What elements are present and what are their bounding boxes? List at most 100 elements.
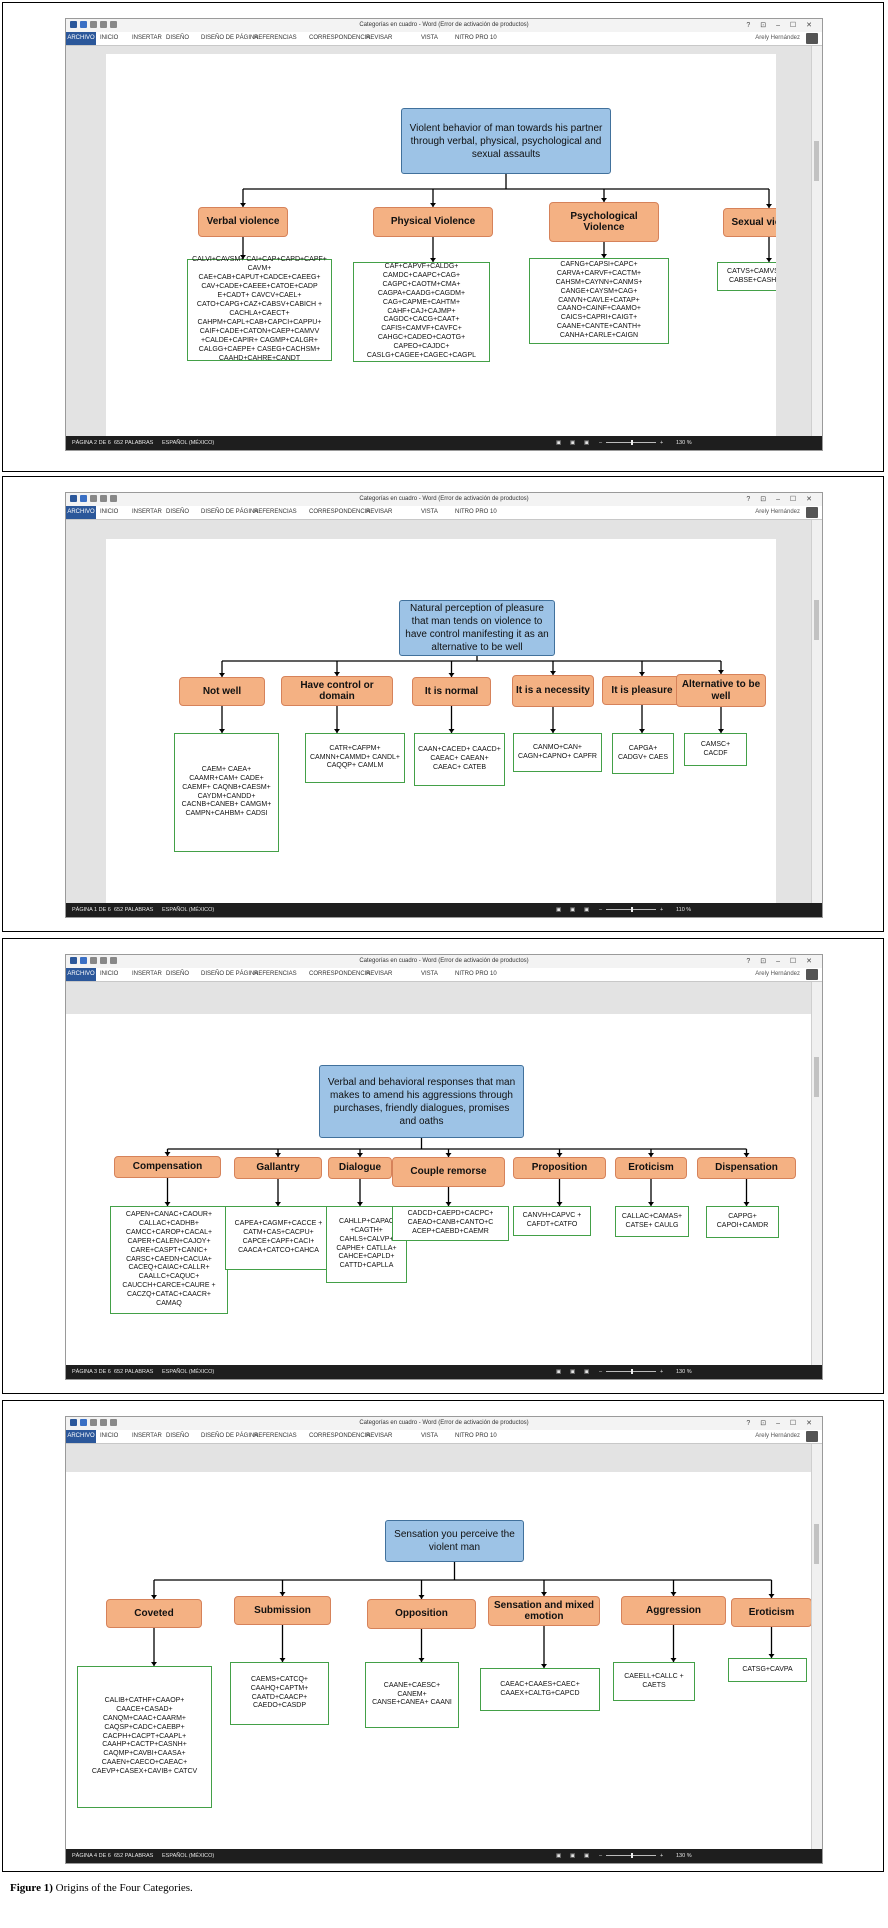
ribbon-tab[interactable]: CORRESPONDENCIA	[309, 35, 371, 41]
scrollbar-thumb[interactable]	[814, 1057, 819, 1097]
ribbon-tab[interactable]: INICIO	[100, 35, 119, 41]
save-icon[interactable]	[80, 21, 87, 28]
print-layout-icon[interactable]: ▣	[570, 1853, 576, 1859]
ribbon-tab[interactable]: INSERTAR	[132, 971, 162, 977]
tab-archivo[interactable]: ARCHIVO	[66, 32, 96, 45]
language-indicator[interactable]: ESPAÑOL (MÉXICO)	[162, 1369, 215, 1375]
ribbon-tab[interactable]: NITRO PRO 10	[455, 35, 497, 41]
zoom-minus-button[interactable]: –	[599, 440, 603, 446]
ribbon-tab[interactable]: REFERENCIAS	[254, 971, 297, 977]
ribbon-tab[interactable]: NITRO PRO 10	[455, 971, 497, 977]
redo-icon[interactable]	[100, 21, 107, 28]
window-controls[interactable]: ? ⊡ – ☐ ✕	[746, 958, 816, 965]
ribbon-tab[interactable]: DISEÑO DE PÁGINA	[201, 1433, 259, 1439]
word-count[interactable]: 652 PALABRAS	[114, 1369, 154, 1375]
ribbon-tab[interactable]: REVISAR	[366, 35, 393, 41]
ribbon-tab[interactable]: CORRESPONDENCIA	[309, 971, 371, 977]
undo-icon[interactable]	[90, 495, 97, 502]
ribbon-tab[interactable]: REVISAR	[366, 1433, 393, 1439]
ribbon-tab[interactable]: VISTA	[421, 1433, 438, 1439]
web-layout-icon[interactable]: ▣	[584, 1853, 590, 1859]
read-mode-icon[interactable]: ▣	[556, 1853, 562, 1859]
tab-archivo[interactable]: ARCHIVO	[66, 506, 96, 519]
ribbon-tab[interactable]: DISEÑO	[166, 35, 190, 41]
user-avatar[interactable]	[806, 507, 818, 518]
user-avatar[interactable]	[806, 33, 818, 44]
word-count[interactable]: 652 PALABRAS	[114, 907, 154, 913]
vertical-scrollbar[interactable]	[811, 1444, 822, 1849]
zoom-slider-knob[interactable]	[631, 1369, 633, 1374]
web-layout-icon[interactable]: ▣	[584, 440, 590, 446]
ribbon-tab[interactable]: INICIO	[100, 1433, 119, 1439]
scrollbar-thumb[interactable]	[814, 600, 819, 640]
undo-icon[interactable]	[90, 1419, 97, 1426]
ribbon-tab[interactable]: INSERTAR	[132, 1433, 162, 1439]
ribbon-tab[interactable]: VISTA	[421, 971, 438, 977]
zoom-level[interactable]: 130 %	[676, 440, 692, 446]
window-controls[interactable]: ? ⊡ – ☐ ✕	[746, 1420, 816, 1427]
zoom-plus-button[interactable]: +	[660, 907, 664, 913]
language-indicator[interactable]: ESPAÑOL (MÉXICO)	[162, 907, 215, 913]
ribbon-tab[interactable]: DISEÑO	[166, 971, 190, 977]
print-layout-icon[interactable]: ▣	[570, 440, 576, 446]
print-layout-icon[interactable]: ▣	[570, 907, 576, 913]
user-name[interactable]: Arely Hernández	[755, 1433, 800, 1439]
tab-archivo[interactable]: ARCHIVO	[66, 968, 96, 981]
redo-icon[interactable]	[100, 1419, 107, 1426]
redo-icon[interactable]	[100, 957, 107, 964]
ribbon-tab[interactable]: NITRO PRO 10	[455, 509, 497, 515]
undo-icon[interactable]	[90, 957, 97, 964]
save-icon[interactable]	[80, 957, 87, 964]
page-indicator[interactable]: PÁGINA 1 DE 6	[72, 907, 111, 913]
page-indicator[interactable]: PÁGINA 2 DE 6	[72, 440, 111, 446]
language-indicator[interactable]: ESPAÑOL (MÉXICO)	[162, 1853, 215, 1859]
customize-icon[interactable]	[110, 957, 117, 964]
save-icon[interactable]	[80, 495, 87, 502]
ribbon-tab[interactable]: REVISAR	[366, 971, 393, 977]
zoom-minus-button[interactable]: –	[599, 907, 603, 913]
zoom-plus-button[interactable]: +	[660, 1853, 664, 1859]
save-icon[interactable]	[80, 1419, 87, 1426]
scrollbar-thumb[interactable]	[814, 1524, 819, 1564]
redo-icon[interactable]	[100, 495, 107, 502]
ribbon-tab[interactable]: VISTA	[421, 509, 438, 515]
ribbon-tab[interactable]: INICIO	[100, 971, 119, 977]
zoom-minus-button[interactable]: –	[599, 1369, 603, 1375]
zoom-level[interactable]: 130 %	[676, 1853, 692, 1859]
zoom-level[interactable]: 110 %	[676, 907, 692, 913]
ribbon-tab[interactable]: INSERTAR	[132, 35, 162, 41]
page-indicator[interactable]: PÁGINA 3 DE 6	[72, 1369, 111, 1375]
zoom-minus-button[interactable]: –	[599, 1853, 603, 1859]
ribbon-tab[interactable]: CORRESPONDENCIA	[309, 1433, 371, 1439]
ribbon-tab[interactable]: DISEÑO	[166, 1433, 190, 1439]
read-mode-icon[interactable]: ▣	[556, 440, 562, 446]
zoom-plus-button[interactable]: +	[660, 440, 664, 446]
ribbon-tab[interactable]: CORRESPONDENCIA	[309, 509, 371, 515]
ribbon-tab[interactable]: INSERTAR	[132, 509, 162, 515]
read-mode-icon[interactable]: ▣	[556, 1369, 562, 1375]
undo-icon[interactable]	[90, 21, 97, 28]
window-controls[interactable]: ? ⊡ – ☐ ✕	[746, 496, 816, 503]
ribbon-tab[interactable]: REVISAR	[366, 509, 393, 515]
user-name[interactable]: Arely Hernández	[755, 509, 800, 515]
zoom-slider-knob[interactable]	[631, 440, 633, 445]
ribbon-tab[interactable]: DISEÑO DE PÁGINA	[201, 971, 259, 977]
ribbon-tab[interactable]: DISEÑO DE PÁGINA	[201, 35, 259, 41]
scrollbar-thumb[interactable]	[814, 141, 819, 181]
word-count[interactable]: 652 PALABRAS	[114, 1853, 154, 1859]
ribbon-tab[interactable]: VISTA	[421, 35, 438, 41]
read-mode-icon[interactable]: ▣	[556, 907, 562, 913]
zoom-slider-knob[interactable]	[631, 1853, 633, 1858]
zoom-level[interactable]: 130 %	[676, 1369, 692, 1375]
zoom-slider-knob[interactable]	[631, 907, 633, 912]
web-layout-icon[interactable]: ▣	[584, 907, 590, 913]
ribbon-tab[interactable]: DISEÑO	[166, 509, 190, 515]
user-name[interactable]: Arely Hernández	[755, 35, 800, 41]
ribbon-tab[interactable]: REFERENCIAS	[254, 509, 297, 515]
customize-icon[interactable]	[110, 21, 117, 28]
vertical-scrollbar[interactable]	[811, 46, 822, 436]
window-controls[interactable]: ? ⊡ – ☐ ✕	[746, 22, 816, 29]
vertical-scrollbar[interactable]	[811, 520, 822, 903]
print-layout-icon[interactable]: ▣	[570, 1369, 576, 1375]
tab-archivo[interactable]: ARCHIVO	[66, 1430, 96, 1443]
